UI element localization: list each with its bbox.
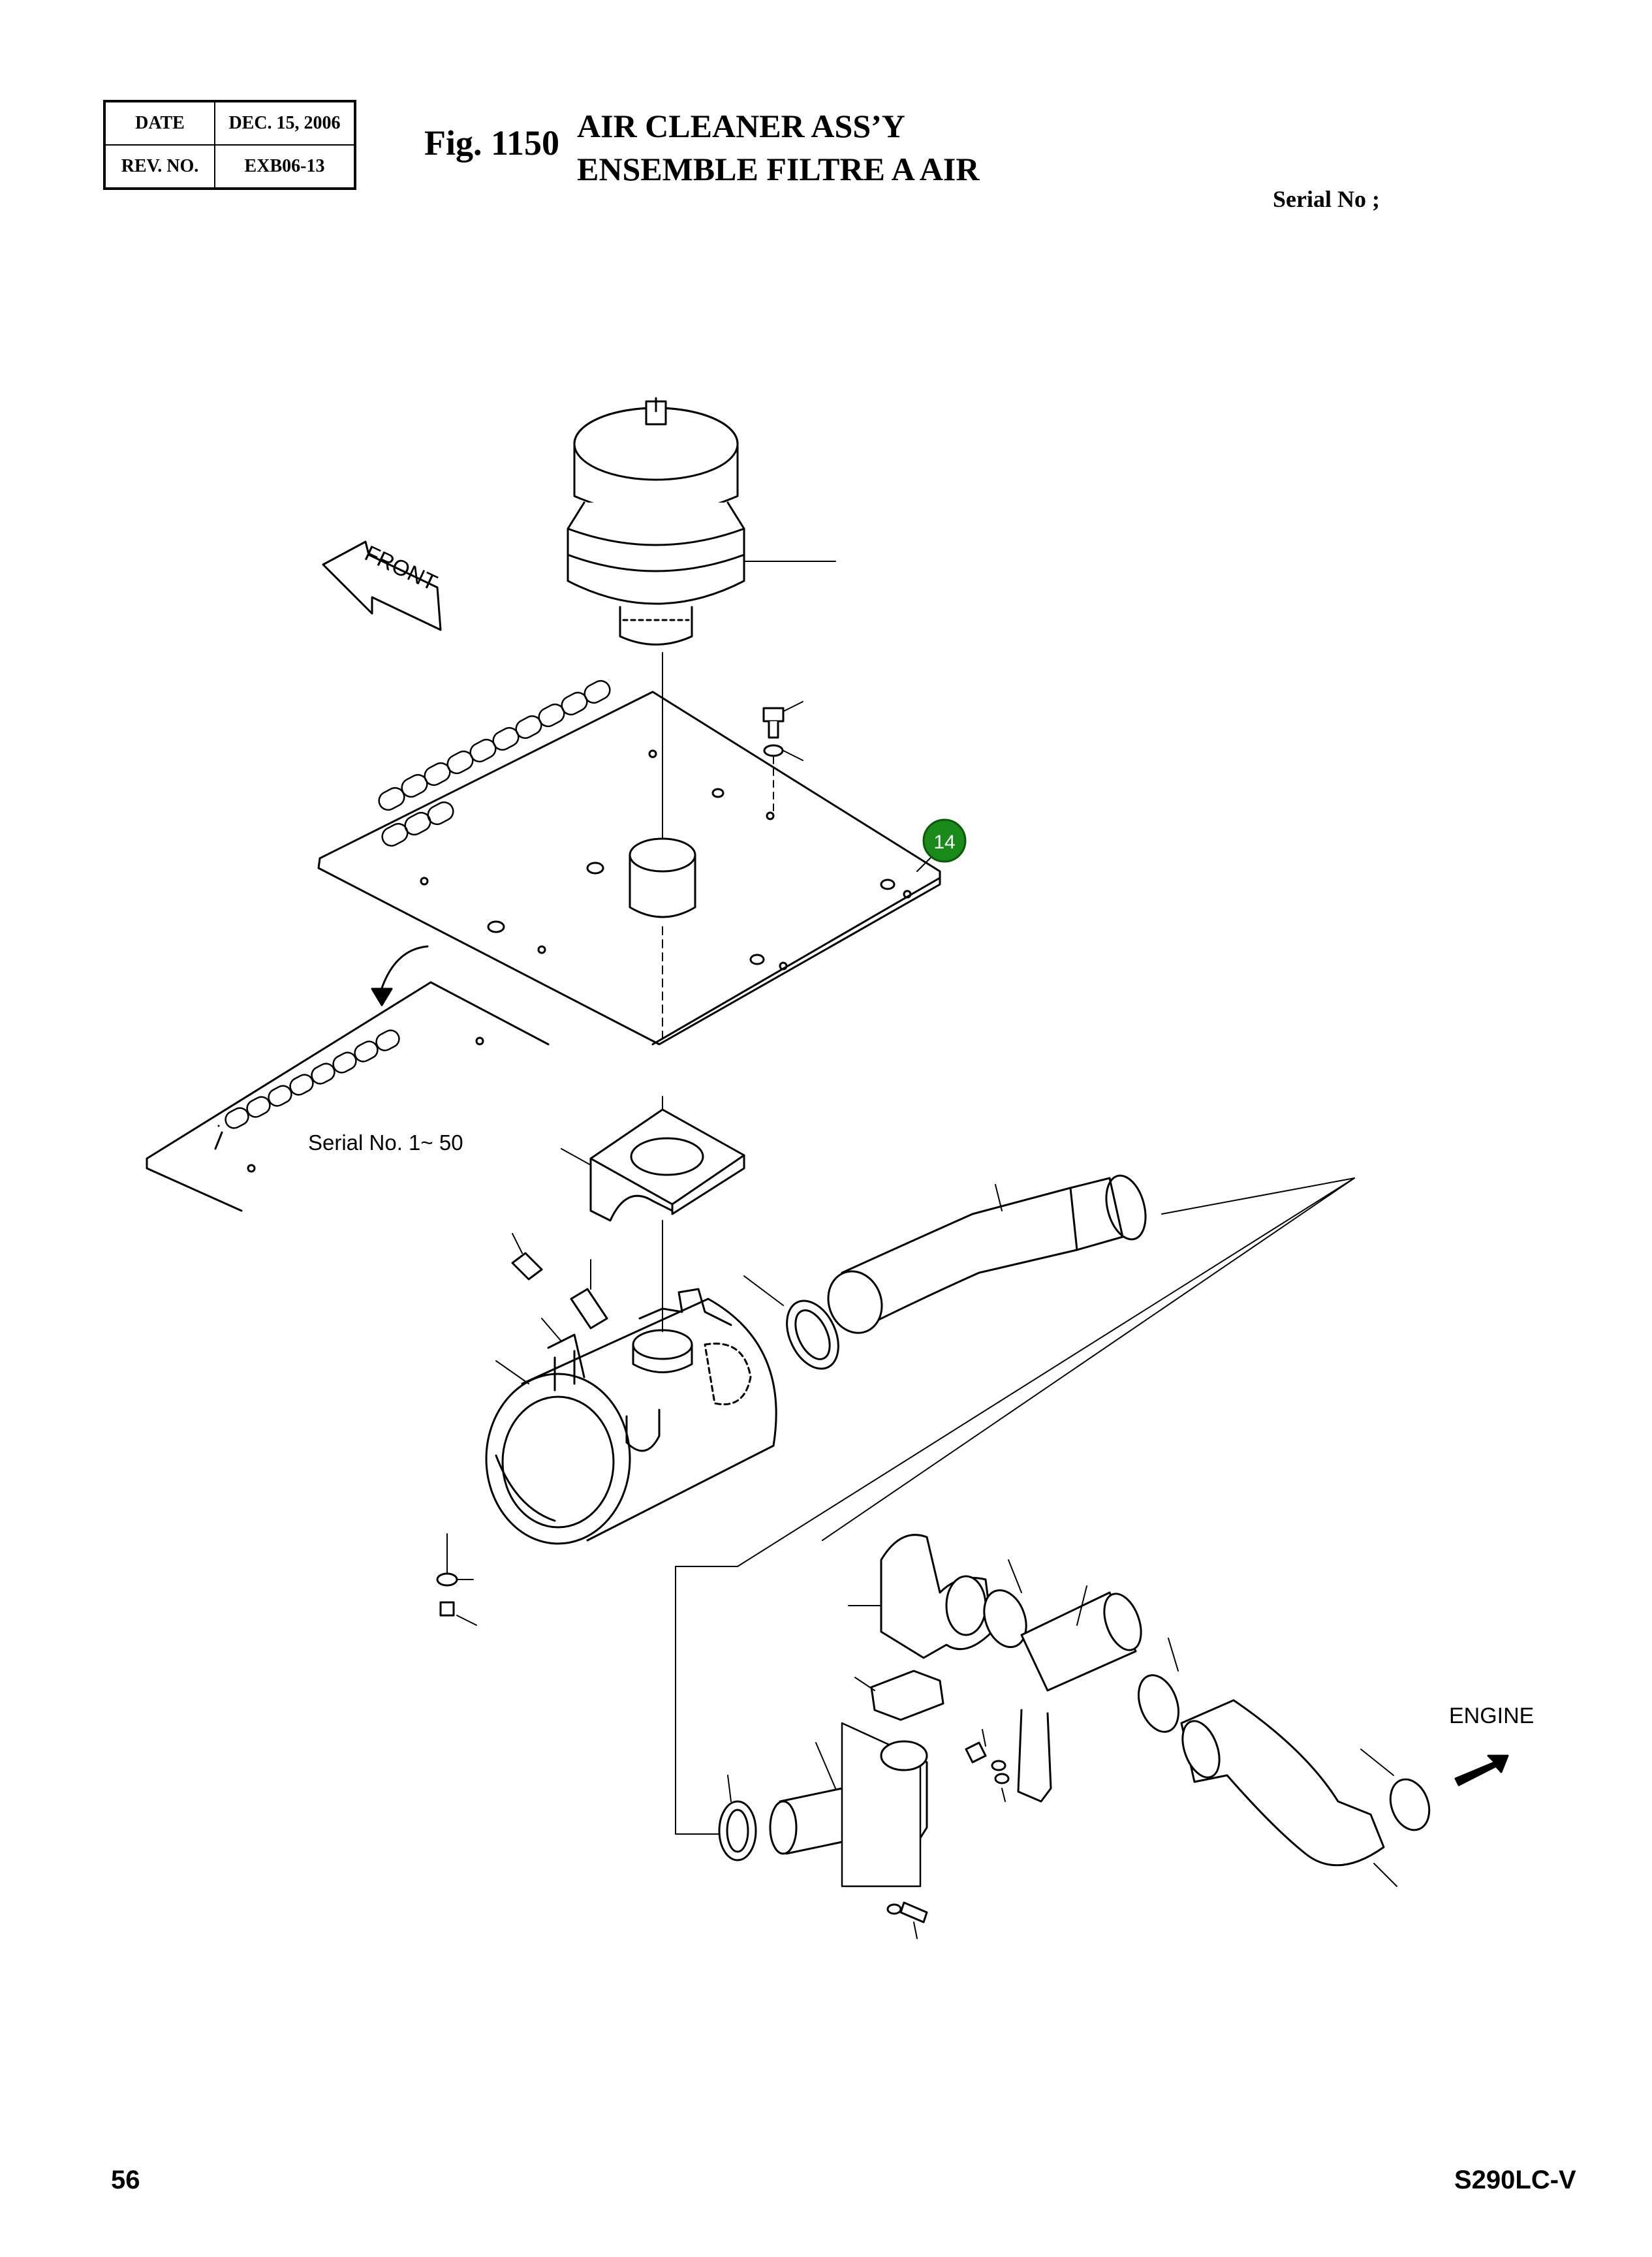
hose-clamp [743,1275,839,1370]
air-cleaner-body [485,1220,777,1545]
page-number: 56 [111,2166,140,2194]
cover-plate [317,652,941,1046]
mounting-block [561,1096,745,1222]
cover-bolt [762,701,803,817]
inlet-ring [718,1775,757,1861]
lower-elbow [848,1534,993,1721]
engine-hose [1180,1699,1397,1887]
bracket-bolts [886,1729,1010,1939]
figure-number: Fig. 1150 [424,123,560,163]
alternate-plate: Serial No. 1~ 50 [146,945,550,1212]
engine-arrow: ENGINE [1449,1704,1534,1786]
elbow-clamp-right [983,1559,1027,1649]
model-number: S290LC-V [1454,2166,1576,2194]
callout-number: 14 [933,832,955,853]
date-label: DATE [104,101,215,146]
pre-cleaner [567,397,836,646]
mounting-bracket-elbow [769,1722,928,1888]
engine-clamp [1360,1749,1431,1831]
callout-14: 14 [916,818,967,872]
figure-title: AIR CLEANER ASS’Y ENSEMBLE FILTRE A AIR [577,104,979,191]
date-value: DEC. 15, 2006 [214,101,356,146]
front-arrow: FRONT [322,540,442,631]
title-english: AIR CLEANER ASS’Y [577,108,905,144]
intake-hose [827,1174,1355,1334]
engine-label: ENGINE [1449,1704,1534,1728]
revision-table: DATE DEC. 15, 2006 REV. NO. EXB06-13 [103,100,356,190]
serial-label: Serial No ; [1273,186,1380,212]
tube-clamp [1138,1638,1179,1733]
serial-variant-label: Serial No. 1~ 50 [308,1130,463,1155]
title-french: ENSEMBLE FILTRE A AIR [577,151,980,187]
rev-value: EXB06-13 [214,144,356,189]
rev-label: REV. NO. [104,144,215,189]
body-bolts [436,1533,477,1626]
straight-tube [1017,1585,1142,1803]
